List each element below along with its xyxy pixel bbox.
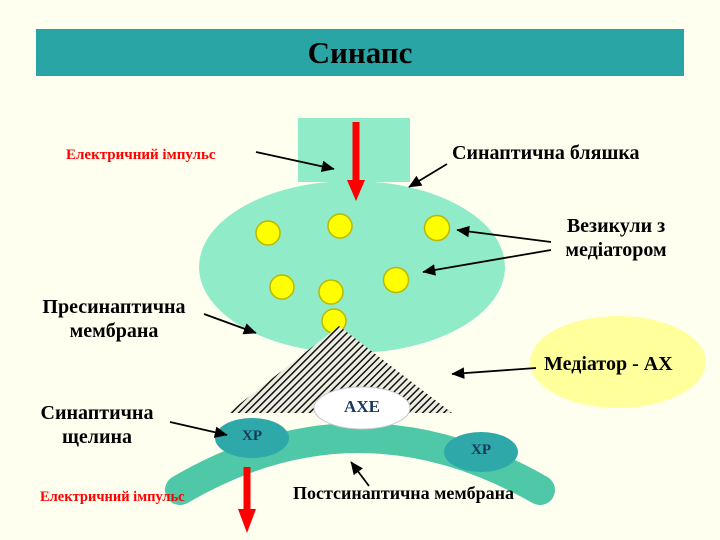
connector-vesicles-1 — [456, 225, 552, 243]
label-electric-impulse-bottom: Електричний імпульс — [40, 489, 185, 505]
ache-ellipse — [313, 386, 411, 430]
presynaptic-density-triangle — [228, 326, 452, 413]
connector-presynaptic — [203, 313, 257, 335]
connector-arrows — [169, 151, 552, 487]
connector-vesicles-2 — [422, 249, 552, 276]
synaptic-bouton-ellipse — [199, 181, 505, 353]
receptor-right-ellipse — [444, 432, 518, 472]
mediator-cloud-ellipse — [530, 316, 706, 408]
label-presynaptic-membrane: Пресинаптична мембрана — [42, 296, 186, 342]
vesicle — [255, 220, 281, 246]
label-synaptic-cleft: Синаптична щелина — [40, 402, 154, 448]
receptor-left-ellipse — [215, 418, 289, 458]
connector-mediator — [451, 367, 537, 379]
label-ache: АХЕ — [344, 397, 380, 416]
impulse-arrow-top-head — [347, 180, 365, 201]
vesicle — [269, 274, 295, 300]
vesicles-group — [255, 213, 451, 334]
vesicle — [423, 214, 451, 242]
slide-title: Синапс — [307, 35, 413, 70]
impulse-arrow-top-shaft — [352, 122, 360, 182]
vesicle — [318, 279, 344, 305]
label-receptor-right: ХР — [471, 442, 491, 458]
title-banner: Синапс — [36, 29, 684, 76]
label-vesicles: Везикули з медіатором — [565, 215, 667, 261]
connector-impulse-top — [255, 151, 335, 173]
label-synaptic-plaque: Синаптична бляшка — [452, 142, 640, 164]
connector-cleft — [169, 421, 228, 438]
label-mediator-ach: Медіатор - АХ — [544, 353, 673, 375]
vesicle — [327, 213, 353, 239]
label-postsynaptic-membrane: Постсинаптична мембрана — [293, 483, 515, 503]
label-receptor-left: ХР — [242, 428, 262, 444]
impulse-arrow-top — [347, 122, 365, 201]
impulse-arrow-bottom — [238, 467, 256, 533]
impulse-arrow-bottom-head — [238, 509, 256, 533]
connector-postsynaptic — [350, 461, 370, 487]
label-electric-impulse-top: Електричний імпульс — [66, 147, 216, 163]
vesicle — [382, 266, 410, 294]
impulse-arrow-bottom-shaft — [243, 467, 251, 511]
connector-plaque — [408, 163, 448, 188]
